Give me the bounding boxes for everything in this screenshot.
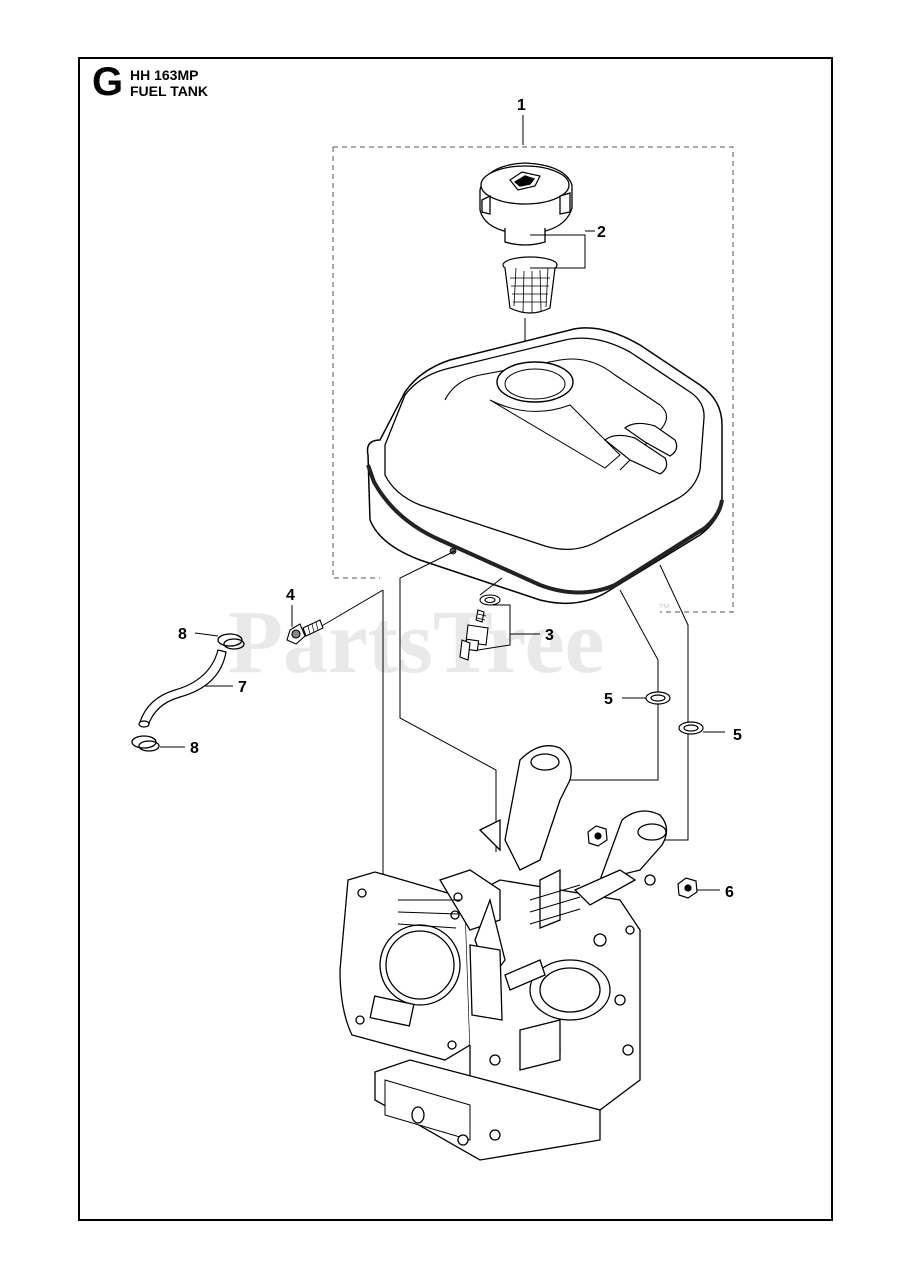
callout-1: 1 [517, 97, 526, 114]
model-name: HH 163MP [130, 67, 199, 83]
callout-2: 2 [597, 224, 606, 241]
callout-4: 4 [286, 587, 295, 604]
callout-3: 3 [545, 627, 554, 644]
callout-8-top: 8 [178, 626, 187, 643]
assembly-1-dashed-box [332, 146, 734, 613]
nut-left-part[interactable] [587, 825, 608, 847]
washer-left-part[interactable] [645, 691, 671, 705]
callout-8-bottom: 8 [190, 740, 199, 757]
leader-2-bracket [530, 234, 586, 269]
watermark-tm: ™ [658, 601, 670, 615]
fuel-tank-part[interactable] [366, 327, 724, 605]
tank-to-crankcase-line-1 [399, 550, 497, 852]
callout-7: 7 [238, 679, 247, 696]
leader-8-top [194, 632, 219, 637]
diagram-title: FUEL TANK [130, 83, 209, 99]
callout-5-right: 5 [733, 727, 742, 744]
callout-6: 6 [725, 884, 734, 901]
bolt-axis-line [319, 589, 384, 628]
hose-clamp-top-part[interactable] [217, 633, 245, 650]
tank-to-fuelvalve-line [479, 577, 503, 596]
fuel-hose-part[interactable] [138, 649, 227, 728]
nut-right-part[interactable] [677, 877, 698, 899]
engine-crankcase-part [339, 745, 668, 1161]
diagram-frame [78, 57, 833, 1221]
washer-right-part[interactable] [678, 721, 704, 735]
fuel-valve-part[interactable] [459, 594, 501, 661]
hose-clamp-bottom-part[interactable] [131, 735, 160, 752]
watermark-text: PartsTree [228, 593, 604, 692]
leader-3-bracket [477, 604, 511, 651]
strainer-part[interactable] [502, 256, 558, 314]
callout-5-left: 5 [604, 691, 613, 708]
bolt-part[interactable] [286, 619, 324, 645]
fuel-cap-part[interactable] [479, 162, 573, 246]
tank-to-crankcase-line-2 [570, 589, 659, 781]
section-letter: G [92, 60, 124, 104]
